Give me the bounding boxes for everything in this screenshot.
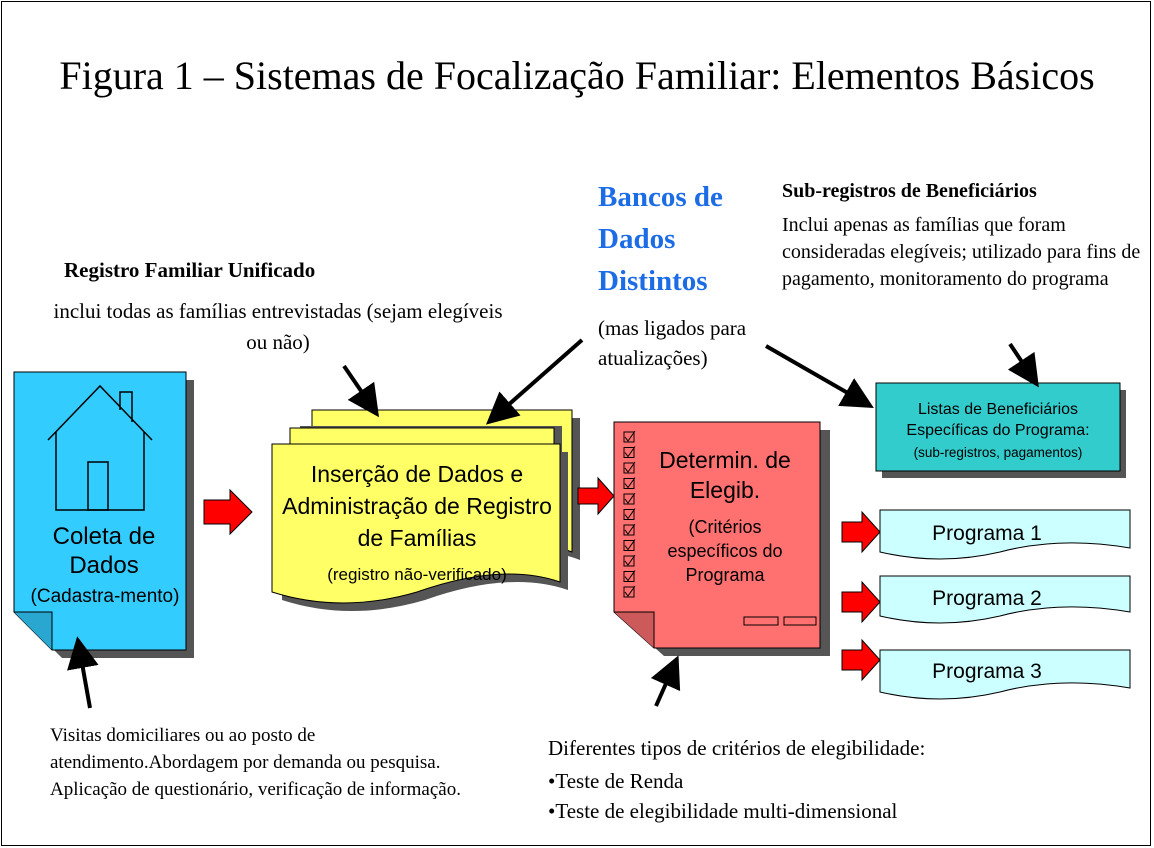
- programa-3-label: Programa 3: [932, 660, 1042, 683]
- check-mark-icon: [624, 554, 636, 566]
- checkbox-icon: [623, 478, 635, 489]
- check-mark-icon: [624, 446, 636, 458]
- criterios-heading: Diferentes tipos de critérios de elegibi…: [548, 736, 926, 760]
- flow-arrows-red: [203, 476, 881, 682]
- bancos-heading: Bancos de Dados Distintos: [598, 181, 723, 297]
- check-mark-icon: [624, 570, 636, 582]
- coleta-sublabel: (Cadastra-mento): [30, 586, 180, 607]
- checkbox-icon: [623, 571, 635, 582]
- programa-1-label: Programa 1: [932, 522, 1042, 545]
- check-mark-icon: [624, 461, 636, 473]
- check-mark-icon: [624, 585, 636, 597]
- checkbox-icon: [623, 555, 635, 567]
- determinacao-label: Determin. de Elegib.: [659, 447, 791, 503]
- determinacao-document-shape: [613, 421, 830, 656]
- insercao-label: Inserção de Dados e Administração de Reg…: [282, 461, 552, 551]
- subregistros-description: Inclui apenas as famílias que foram cons…: [782, 214, 1141, 290]
- criterios-list: •Teste de Renda •Teste de elegibilidade …: [548, 766, 897, 826]
- insercao-document-stack: [271, 409, 580, 611]
- pointer-arrows: [67, 338, 1039, 709]
- insercao-sublabel: (registro não-verificado): [327, 565, 507, 584]
- listas-box-shape: [875, 382, 1126, 478]
- check-mark-icon: [624, 523, 636, 535]
- checkbox-icon: [623, 524, 635, 536]
- checkbox-icon: [623, 586, 635, 598]
- programa-2-label: Programa 2: [932, 587, 1042, 610]
- checkbox-icon: [623, 431, 635, 443]
- checkbox-icon: [623, 493, 635, 505]
- check-mark-icon: [624, 492, 636, 504]
- checkbox-icon: [623, 509, 635, 520]
- coleta-document-shape: [13, 371, 194, 658]
- check-mark-icon: [624, 477, 636, 489]
- checklist-icons: [623, 430, 636, 598]
- criterios-item-multidimensional: •Teste de elegibilidade multi-dimensiona…: [548, 799, 898, 823]
- coleta-label: Coleta de Dados: [52, 523, 156, 579]
- criterios-item-renda: •Teste de Renda: [548, 769, 684, 793]
- listas-sublabel: (sub-registros, pagamentos): [913, 445, 1083, 460]
- registro-description: inclui todas as famílias entrevistadas (…: [53, 299, 503, 354]
- house-icon: [47, 384, 153, 511]
- check-mark-icon: [624, 430, 636, 442]
- checkbox-icon: [623, 462, 635, 474]
- checkbox-icon: [623, 447, 635, 458]
- subregistros-heading: Sub-registros de Beneficiários: [782, 180, 1037, 202]
- page-title: Figura 1 – Sistemas de Focalização Famil…: [59, 53, 1095, 98]
- bancos-subtext: (mas ligados para atualizações): [598, 316, 747, 370]
- check-mark-icon: [624, 539, 636, 551]
- visitas-description: Visitas domiciliares ou ao posto de aten…: [50, 725, 461, 800]
- check-mark-icon: [624, 508, 636, 520]
- determinacao-sublabel: (Critérios específicos do Programa: [667, 517, 783, 585]
- listas-label: Listas de Beneficiários Específicas do P…: [906, 401, 1090, 439]
- checkbox-icon: [623, 540, 635, 551]
- registro-heading: Registro Familiar Unificado: [64, 258, 316, 282]
- programa-box-shapes: [879, 509, 1131, 700]
